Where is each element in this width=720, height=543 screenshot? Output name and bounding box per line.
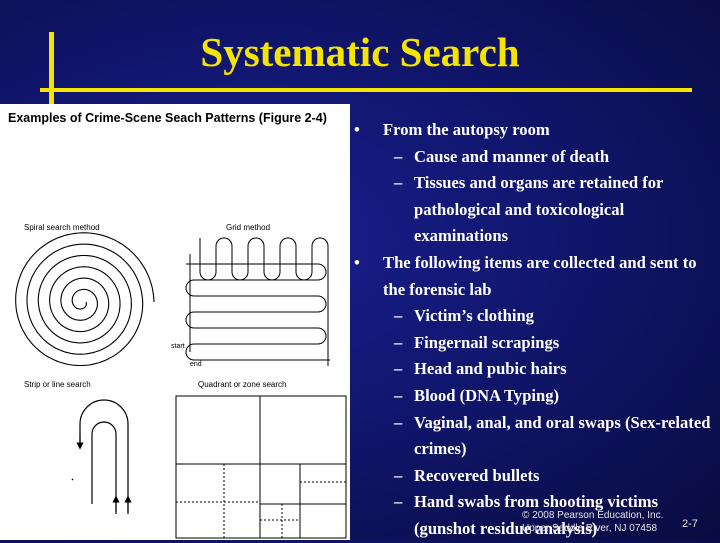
sub-bullet-item: Fingernail scrapings xyxy=(352,330,712,357)
sub-bullet-item: Vaginal, anal, and oral swaps (Sex-relat… xyxy=(352,410,712,463)
sub-bullet-item: Hand swabs from shooting victims (gunsho… xyxy=(352,489,712,542)
grid-label: Grid method xyxy=(226,223,270,232)
footer-copyright: © 2008 Pearson Education, Inc. Upper Sad… xyxy=(522,509,663,535)
quadrant-label: Quadrant or zone search xyxy=(198,380,287,389)
copyright-text: © 2008 Pearson Education, Inc. xyxy=(522,510,664,521)
sub-bullet-item: Tissues and organs are retained for path… xyxy=(352,170,712,250)
sub-bullet-item: Victim’s clothing xyxy=(352,303,712,330)
page-number: 2-7 xyxy=(682,518,698,530)
spiral-pattern-icon xyxy=(15,232,155,367)
bullet-item: From the autopsy room xyxy=(352,117,712,144)
publisher-text: Upper Saddle River, NJ 07458 xyxy=(522,523,658,534)
sub-bullet-item: Head and pubic hairs xyxy=(352,356,712,383)
figure-caption: Examples of Crime-Scene Seach Patterns (… xyxy=(8,111,327,125)
quadrant-pattern-icon xyxy=(175,395,347,539)
sub-bullet-item: Blood (DNA Typing) xyxy=(352,383,712,410)
sub-bullet-item: Recovered bullets xyxy=(352,463,712,490)
strip-pattern-icon xyxy=(71,399,132,514)
title-accent-vertical-line xyxy=(49,32,54,104)
grid-pattern-icon xyxy=(185,237,330,366)
grid-end-label: end xyxy=(190,361,202,368)
spiral-label: Spiral search method xyxy=(24,223,100,232)
search-patterns-figure: Examples of Crime-Scene Seach Patterns (… xyxy=(0,104,350,540)
grid-start-label: start xyxy=(171,343,185,350)
slide-title: Systematic Search xyxy=(200,29,520,75)
bullet-item: The following items are collected and se… xyxy=(352,250,712,303)
sub-bullet-item: Cause and manner of death xyxy=(352,144,712,171)
bullet-content: From the autopsy room Cause and manner o… xyxy=(352,117,712,543)
strip-label: Strip or line search xyxy=(24,380,91,389)
title-accent-horizontal-line xyxy=(40,88,692,92)
